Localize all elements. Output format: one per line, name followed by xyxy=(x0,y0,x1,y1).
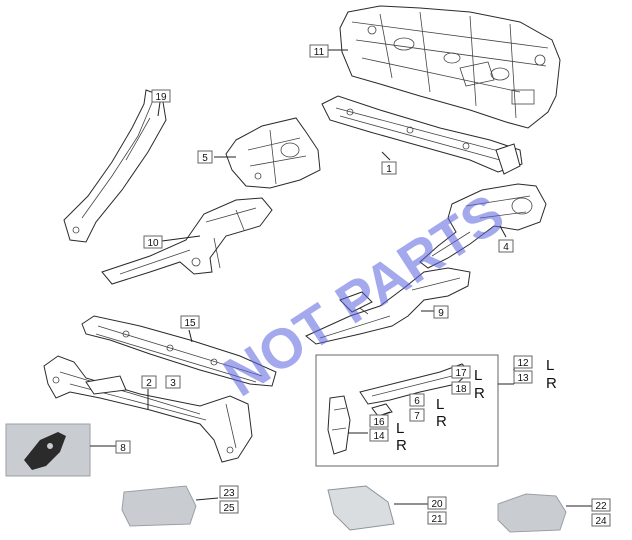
callout-label: 25 xyxy=(223,503,235,514)
callout-13: 13 xyxy=(513,370,533,384)
callout-10: 10 xyxy=(143,235,163,249)
callout-label: 22 xyxy=(595,501,607,512)
callout-label: 8 xyxy=(120,443,126,454)
callout-21: 21 xyxy=(427,511,447,525)
callout-label: 5 xyxy=(202,153,208,164)
callout-label: 20 xyxy=(431,499,443,510)
callout-8: 8 xyxy=(115,440,131,454)
callout-3: 3 xyxy=(165,375,181,389)
callout-23: 23 xyxy=(219,485,239,499)
callout-label: 16 xyxy=(373,417,385,428)
callout-4: 4 xyxy=(498,239,514,253)
side-mark-right: R xyxy=(436,413,447,430)
side-mark-right: R xyxy=(396,437,407,454)
callout-6: 6 xyxy=(409,393,425,407)
callout-20: 20 xyxy=(427,496,447,510)
callout-24: 24 xyxy=(591,513,611,527)
callout-2: 2 xyxy=(141,375,157,389)
callout-label: 6 xyxy=(414,396,420,407)
callout-label: 13 xyxy=(517,373,529,384)
callout-22: 22 xyxy=(591,498,611,512)
callout-11: 11 xyxy=(309,44,329,58)
callout-label: 7 xyxy=(414,411,420,422)
part-bracket-photo xyxy=(5,423,91,477)
part-radiator-support-upper xyxy=(81,315,277,387)
callout-label: 2 xyxy=(146,378,152,389)
part-upper-bracket xyxy=(225,117,321,189)
callout-1: 1 xyxy=(381,161,397,175)
callout-7: 7 xyxy=(409,408,425,422)
part-panel-photo-20-21 xyxy=(327,485,395,531)
side-mark-left: L xyxy=(546,357,554,374)
side-mark-right: R xyxy=(474,385,485,402)
callout-label: 19 xyxy=(155,92,167,103)
side-mark-left: L xyxy=(474,367,482,384)
callout-5: 5 xyxy=(197,150,213,164)
callout-label: 9 xyxy=(438,308,444,319)
part-front-rail-right xyxy=(305,267,471,345)
callout-17: 17 xyxy=(451,365,471,379)
side-mark-left: L xyxy=(396,420,404,437)
part-dash-panel xyxy=(339,5,561,129)
side-mark-left: L xyxy=(436,396,444,413)
callout-25: 25 xyxy=(219,500,239,514)
callout-19: 19 xyxy=(151,89,171,103)
callout-label: 10 xyxy=(147,238,159,249)
part-inner-wheelhouse-right xyxy=(419,183,547,269)
callout-16: 16 xyxy=(369,414,389,428)
callout-label: 18 xyxy=(455,384,467,395)
callout-12: 12 xyxy=(513,355,533,369)
callout-label: 4 xyxy=(503,242,509,253)
callout-label: 1 xyxy=(386,164,392,175)
side-mark-right: R xyxy=(546,375,557,392)
part-panel-photo-22-24 xyxy=(497,493,567,533)
callout-15: 15 xyxy=(180,315,200,329)
callout-9: 9 xyxy=(433,305,449,319)
callout-label: 3 xyxy=(170,378,176,389)
part-panel-photo-23-25 xyxy=(121,485,197,527)
callout-label: 14 xyxy=(373,431,385,442)
callout-label: 17 xyxy=(455,368,467,379)
callout-label: 23 xyxy=(223,488,235,499)
part-front-rail-left xyxy=(101,197,273,285)
callout-label: 12 xyxy=(517,358,529,369)
part-cowl-crossmember xyxy=(321,95,523,175)
callout-label: 15 xyxy=(184,318,196,329)
callout-label: 21 xyxy=(431,514,443,525)
part-pillar-reinforcement xyxy=(63,89,167,243)
callout-18: 18 xyxy=(451,381,471,395)
callout-label: 11 xyxy=(314,47,325,58)
callout-label: 24 xyxy=(595,516,607,527)
callout-14: 14 xyxy=(369,428,389,442)
detail-box-12-13 xyxy=(315,354,499,467)
